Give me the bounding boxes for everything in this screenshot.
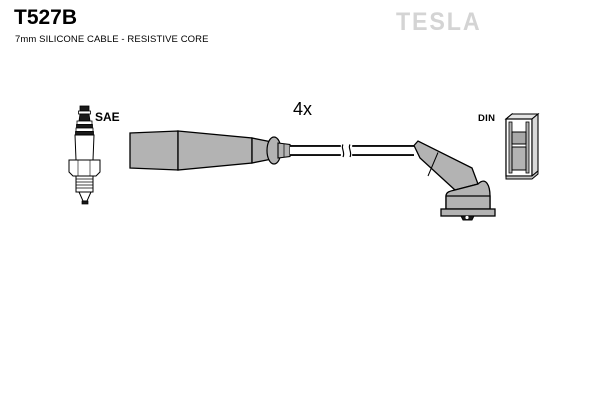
ignition-cable (290, 144, 416, 158)
spark-plug-icon (68, 105, 101, 205)
cable-break-symbol (290, 144, 416, 158)
label-quantity: 4x (293, 99, 313, 119)
din-terminal (504, 112, 540, 180)
distributor-boot (413, 140, 496, 221)
spark-plug-boot (129, 130, 291, 171)
label-din: DIN (478, 113, 496, 124)
tesla-brand-logo: TESLA (396, 8, 482, 36)
page-title: T527B (14, 6, 78, 29)
label-sae: SAE (95, 110, 120, 124)
part-description: 7mm SILICONE CABLE - RESISTIVE CORE (15, 34, 209, 45)
